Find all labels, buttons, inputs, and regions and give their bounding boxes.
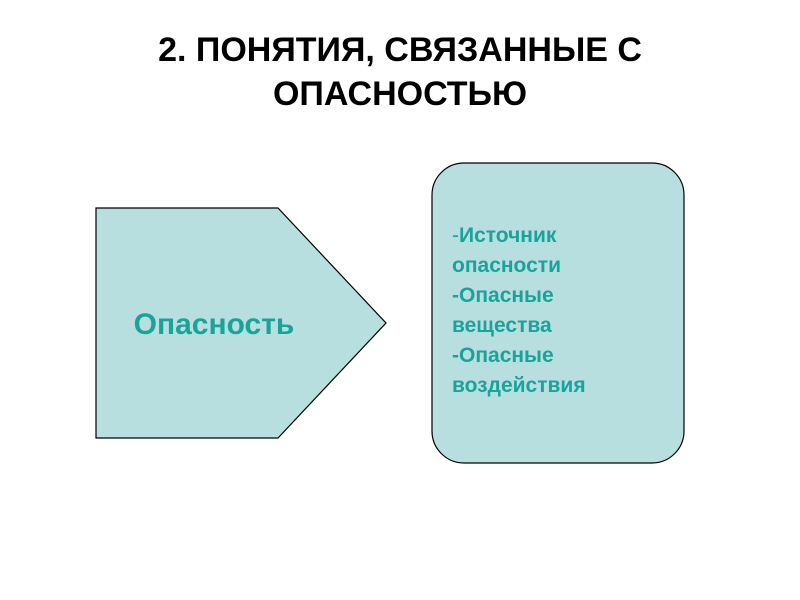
list-item-dash: - (452, 344, 459, 367)
related-concepts-box (431, 162, 685, 464)
slide-title: 2. ПОНЯТИЯ, СВЯЗАННЫЕ С ОПАСНОСТЬЮ (158, 31, 642, 113)
related-concepts-list: -Источник опасности -Опасные вещества -О… (452, 221, 672, 401)
list-item-text: Опасные вещества (452, 284, 554, 337)
main-concept-label: Опасность (134, 308, 295, 341)
concept-pentagon-shape (95, 207, 387, 439)
list-item-text: Опасные воздействия (452, 344, 586, 397)
list-item-dash: - (452, 224, 459, 247)
list-item: -Источник опасности (452, 221, 672, 281)
list-item-dash: - (452, 284, 459, 307)
list-item: -Опасные воздействия (452, 341, 672, 401)
list-item-text: Источник опасности (452, 224, 561, 277)
list-item: -Опасные вещества (452, 281, 672, 341)
